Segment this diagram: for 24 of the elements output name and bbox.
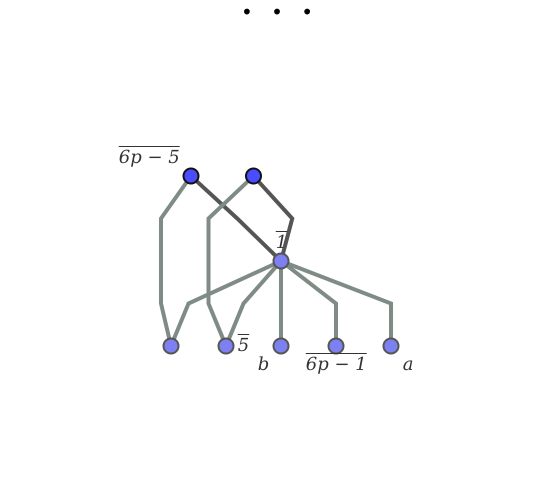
node-circle bbox=[245, 168, 262, 184]
vertex-label: 6p − 1 bbox=[306, 354, 367, 376]
connector bbox=[159, 180, 189, 340]
connector bbox=[195, 180, 278, 258]
node-circle bbox=[162, 338, 180, 354]
connector bbox=[286, 264, 338, 338]
node-circle bbox=[272, 338, 290, 354]
connector bbox=[279, 268, 284, 338]
connector bbox=[257, 180, 295, 254]
node-circle bbox=[272, 252, 290, 270]
node-circle bbox=[382, 338, 400, 354]
connector bbox=[206, 180, 250, 340]
ellipsis-dots: • • • bbox=[240, 0, 320, 24]
connector bbox=[172, 262, 276, 340]
vertex-label: 5 bbox=[238, 335, 250, 357]
connector bbox=[288, 262, 394, 338]
connector bbox=[227, 265, 278, 340]
node-circle bbox=[182, 168, 200, 184]
vertex-label: b bbox=[258, 354, 270, 376]
vertex-label: a bbox=[402, 354, 414, 376]
node-circle bbox=[328, 338, 345, 354]
vertex-label: 6p − 5 bbox=[118, 146, 180, 168]
vertex-label: 1 bbox=[276, 232, 288, 254]
node-circle bbox=[218, 338, 235, 354]
